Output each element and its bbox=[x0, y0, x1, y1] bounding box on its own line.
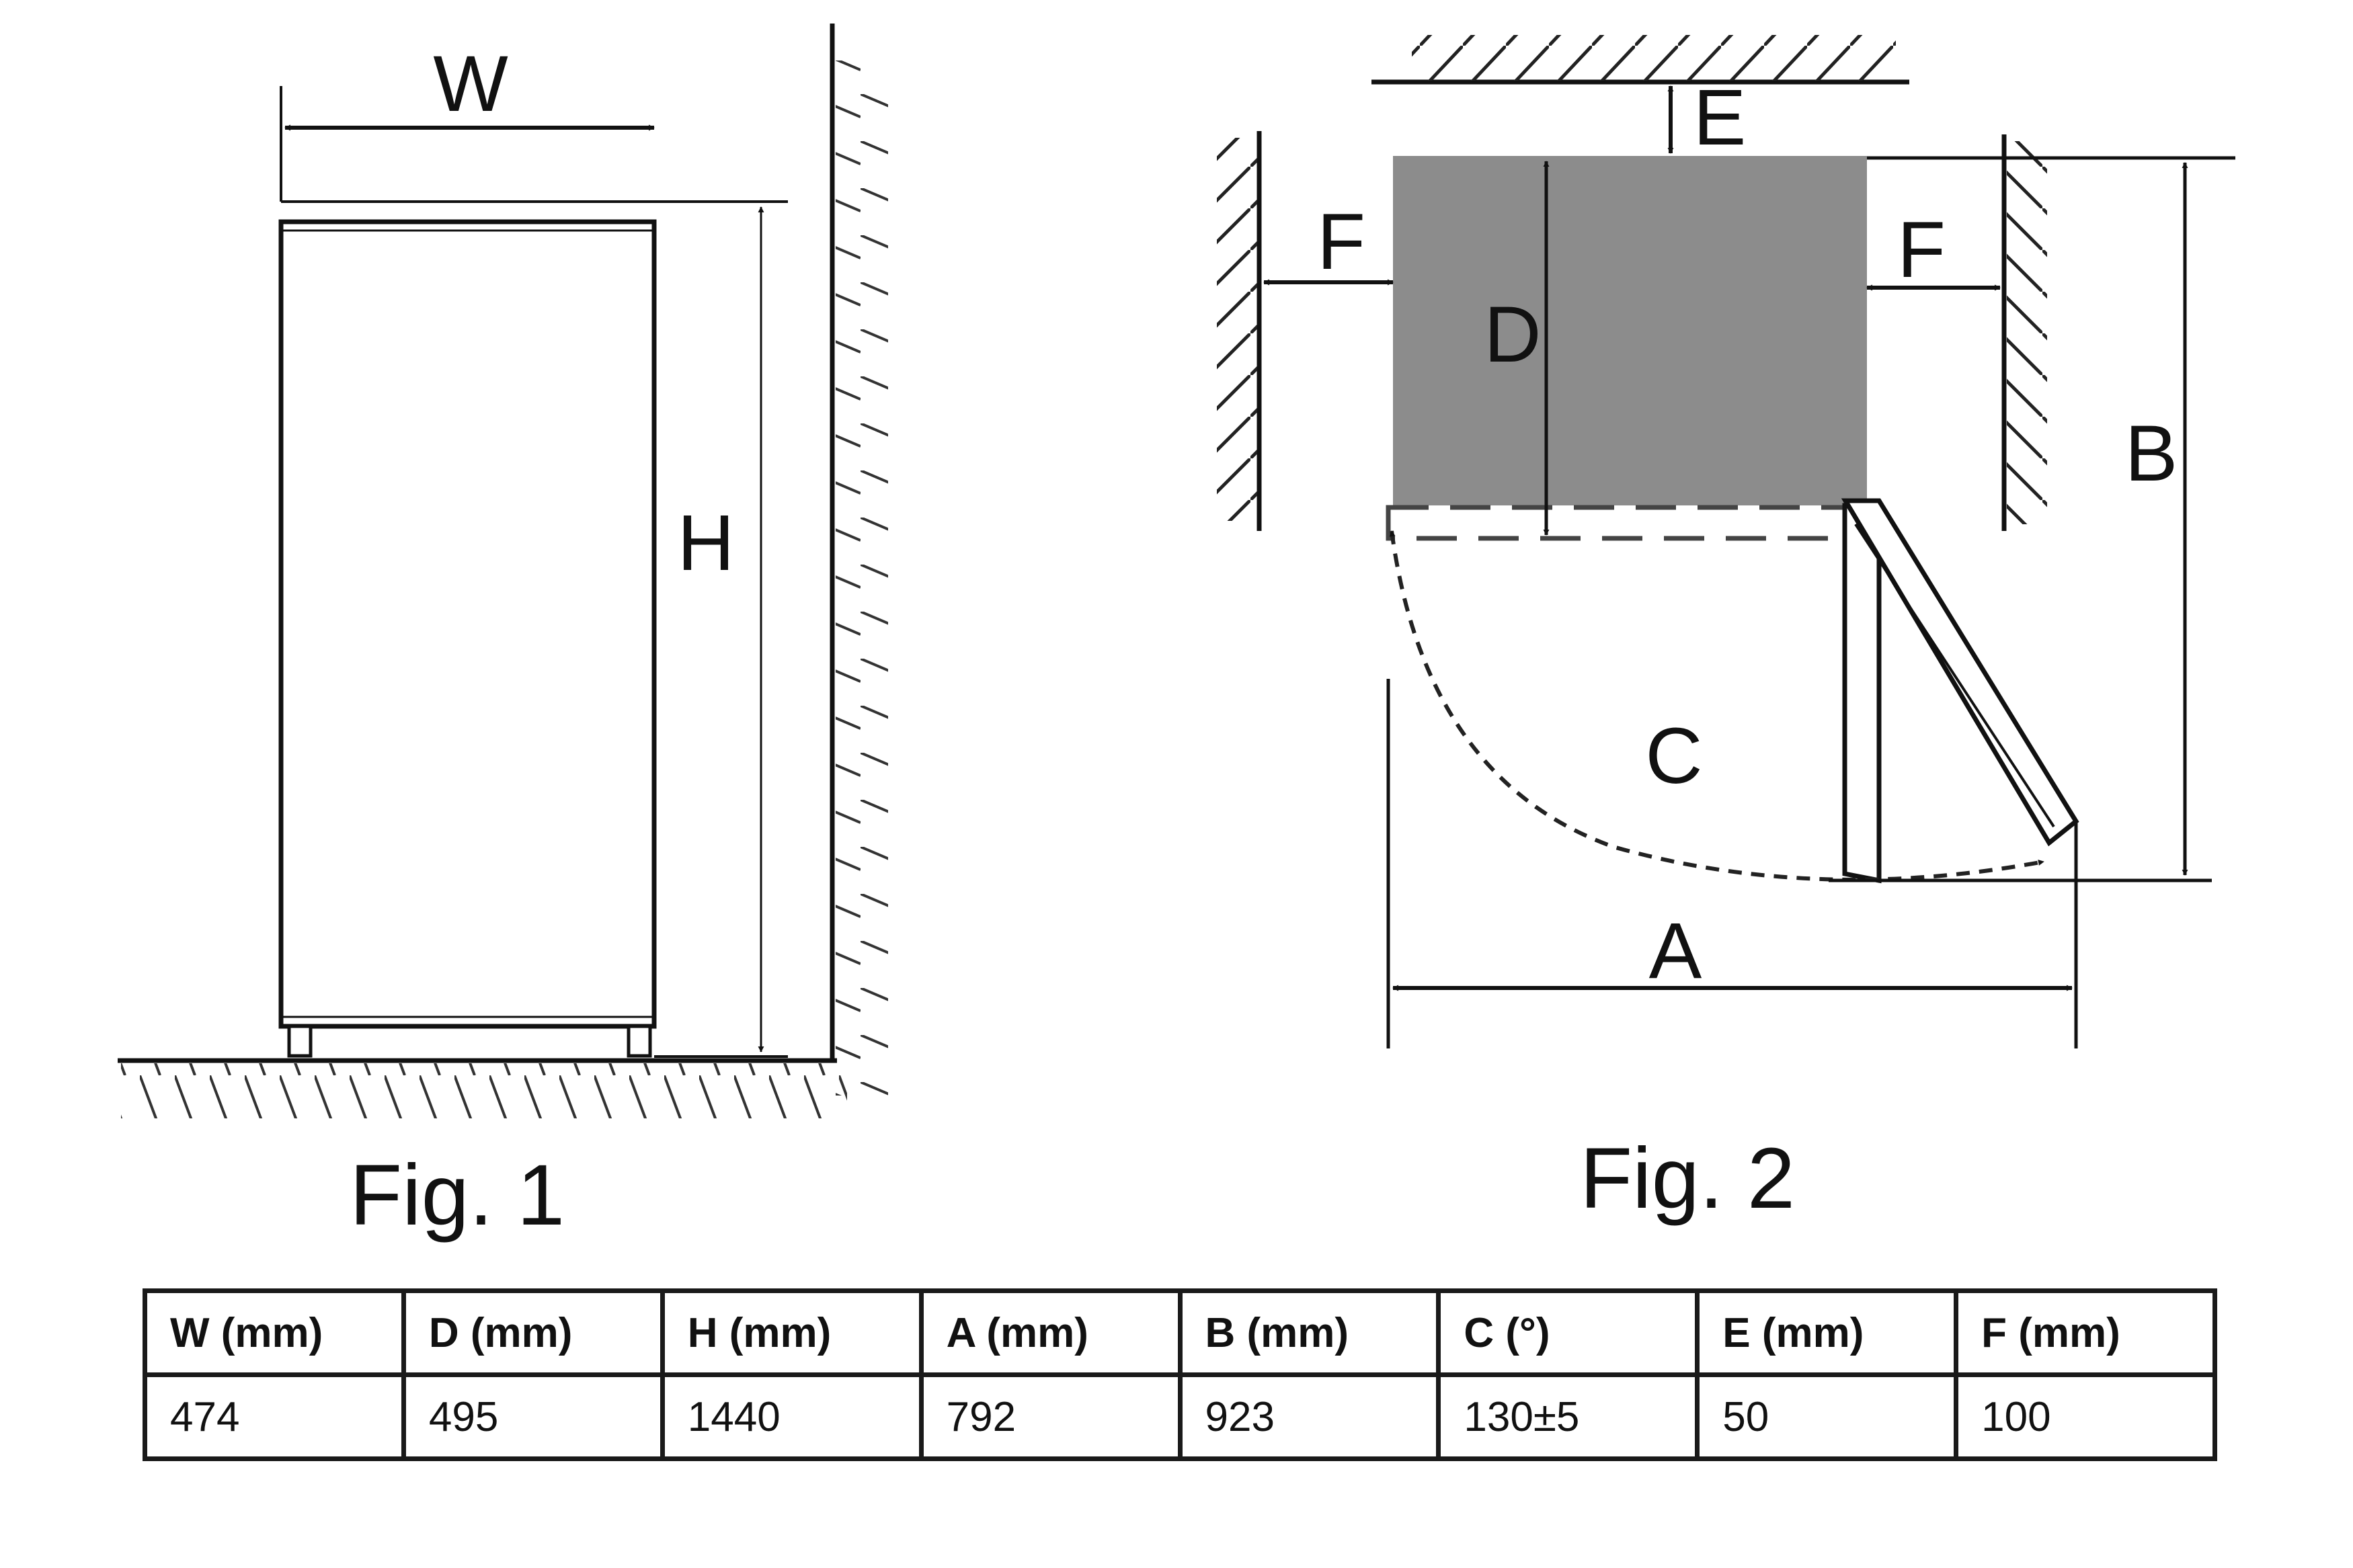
header-cell-c: C (°) bbox=[1436, 1288, 1700, 1377]
fig2-d-label: D bbox=[1484, 290, 1541, 379]
header-cell-w: W (mm) bbox=[143, 1288, 406, 1377]
fig2-f-left-label: F bbox=[1317, 198, 1365, 286]
fig2-right-wall-hatch bbox=[2007, 141, 2047, 524]
fig1-width-label: W bbox=[433, 40, 508, 128]
fig2-b-label: B bbox=[2125, 409, 2178, 498]
fig2-open-door-inner bbox=[1842, 503, 1882, 884]
fig2-caption: Fig. 2 bbox=[1580, 1130, 1795, 1227]
header-cell-f: F (mm) bbox=[1954, 1288, 2217, 1377]
value-cell-h: 1440 bbox=[660, 1372, 924, 1461]
fig2-e-label: E bbox=[1693, 73, 1747, 162]
fig1-caption: Fig. 1 bbox=[350, 1147, 565, 1243]
fig1-wall-hatch bbox=[836, 60, 888, 1096]
table-row: 474 495 1440 792 923 130±5 50 100 bbox=[143, 1372, 2217, 1461]
fig1-height-label: H bbox=[677, 499, 734, 587]
fig2-back-wall-hatch bbox=[1412, 35, 1896, 81]
value-cell-d: 495 bbox=[401, 1372, 665, 1461]
header-cell-e: E (mm) bbox=[1695, 1288, 1959, 1377]
table-header-row: W (mm) D (mm) H (mm) A (mm) B (mm) C (°)… bbox=[143, 1288, 2217, 1377]
fig1-foot-left bbox=[287, 1024, 313, 1058]
value-cell-e: 50 bbox=[1695, 1372, 1959, 1461]
value-cell-b: 923 bbox=[1177, 1372, 1441, 1461]
dimensions-table: W (mm) D (mm) H (mm) A (mm) B (mm) C (°)… bbox=[143, 1288, 2217, 1461]
value-cell-w: 474 bbox=[143, 1372, 406, 1461]
fig2-left-wall-hatch bbox=[1217, 138, 1257, 521]
fig2-c-label: C bbox=[1645, 712, 1702, 800]
fig2-a-label: A bbox=[1649, 907, 1702, 995]
fig2-f-right-label: F bbox=[1897, 206, 1946, 294]
value-cell-f: 100 bbox=[1954, 1372, 2217, 1461]
fig1-fridge-body bbox=[278, 219, 657, 1029]
header-cell-b: B (mm) bbox=[1177, 1288, 1441, 1377]
fig1-drawing: W H Fig. 1 bbox=[118, 24, 888, 1243]
fig2-swing-arc bbox=[1389, 530, 2044, 882]
header-cell-d: D (mm) bbox=[401, 1288, 665, 1377]
value-cell-a: 792 bbox=[918, 1372, 1183, 1461]
fig1-floor-hatch bbox=[121, 1063, 847, 1118]
value-cell-c: 130±5 bbox=[1436, 1372, 1700, 1461]
fig2-drawing: C D E F F B A Fig. 2 bbox=[1217, 35, 2235, 1227]
header-cell-h: H (mm) bbox=[660, 1288, 924, 1377]
header-cell-a: A (mm) bbox=[918, 1288, 1183, 1377]
fig2-closed-door bbox=[1386, 505, 1874, 541]
fig2-fridge-top bbox=[1393, 156, 1867, 505]
fig1-foot-right bbox=[627, 1024, 652, 1058]
